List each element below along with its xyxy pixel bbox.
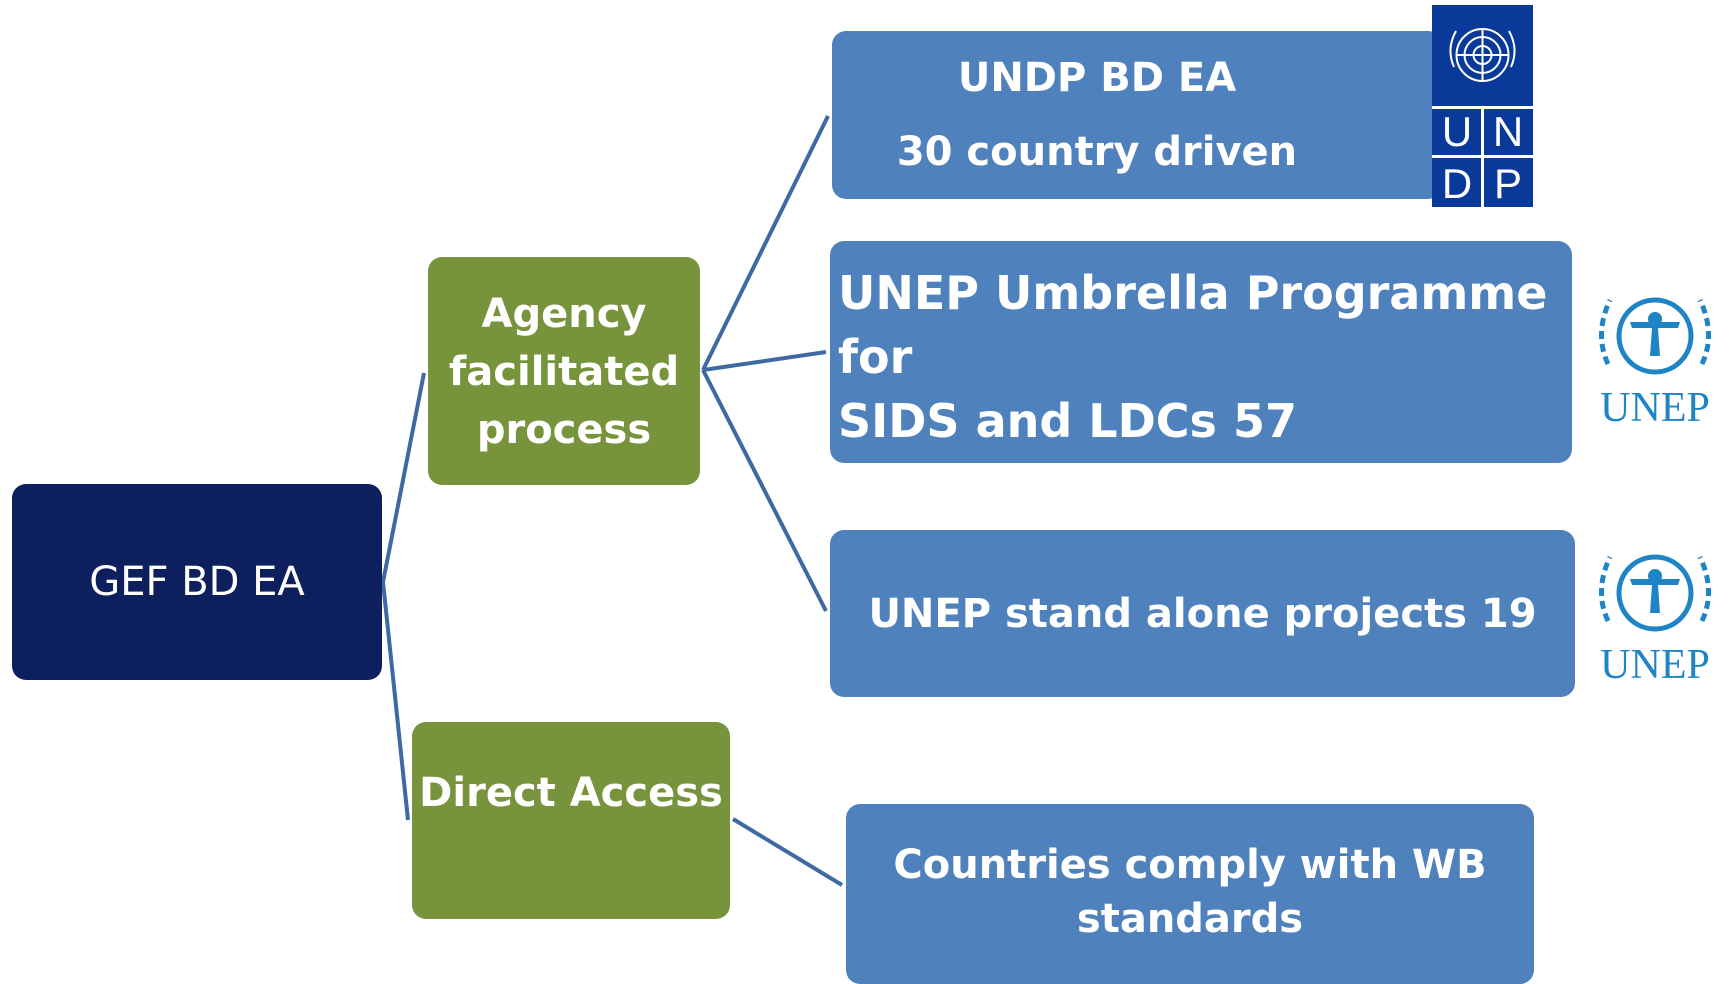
umbrella-line-2: SIDS and LDCs 57 xyxy=(838,394,1297,448)
undp-logo-letter-d: D xyxy=(1442,160,1472,207)
standalone-label: UNEP stand alone projects 19 xyxy=(868,590,1537,637)
un-emblem-icon xyxy=(1449,28,1516,82)
connector-root-agency xyxy=(381,372,426,583)
undp-logo: U N D P xyxy=(1432,5,1533,207)
agency-facilitated-node: Agency facilitated process xyxy=(428,257,700,485)
unep-standalone-node: UNEP stand alone projects 19 xyxy=(830,530,1575,697)
undp-logo-letter-p: P xyxy=(1494,160,1522,207)
connector-direct-wb xyxy=(731,817,844,887)
connector-agency-umbrella xyxy=(702,350,827,372)
unep-logo-2-text: UNEP xyxy=(1600,642,1710,683)
gef-bd-ea-node: GEF BD EA xyxy=(12,484,382,680)
wb-line-1: Countries comply with WB xyxy=(893,842,1487,888)
undp-logo-letter-u: U xyxy=(1442,108,1472,155)
direct-access-label: Direct Access xyxy=(419,770,723,816)
undp-logo-letter-n: N xyxy=(1493,108,1523,155)
unep-logo-1-text: UNEP xyxy=(1600,385,1710,426)
unep-logo-1: UNEP xyxy=(1598,297,1712,426)
umbrella-line-1: UNEP Umbrella Programme for xyxy=(838,266,1548,384)
connector-root-direct xyxy=(381,581,410,821)
gef-bd-ea-label: GEF BD EA xyxy=(89,559,305,605)
undp-line-2: 30 country driven xyxy=(896,129,1298,175)
undp-line-1: UNDP BD EA xyxy=(957,55,1237,101)
agency-line-2: facilitated xyxy=(448,349,680,395)
unep-emblem-icon xyxy=(1598,554,1712,632)
agency-line-1: Agency xyxy=(481,291,647,337)
wb-standards-node: Countries comply with WB standards xyxy=(846,804,1534,984)
undp-bd-ea-node: UNDP BD EA 30 country driven xyxy=(832,31,1442,199)
unep-umbrella-node: UNEP Umbrella Programme for SIDS and LDC… xyxy=(830,241,1572,463)
connector-agency-undp xyxy=(701,115,830,371)
direct-access-node: Direct Access xyxy=(412,722,730,919)
unep-emblem-icon xyxy=(1598,297,1712,375)
unep-logo-2: UNEP xyxy=(1598,554,1712,683)
agency-line-3: process xyxy=(476,407,652,453)
connector-agency-standalone xyxy=(701,369,828,612)
wb-line-2: standards xyxy=(1076,896,1304,942)
